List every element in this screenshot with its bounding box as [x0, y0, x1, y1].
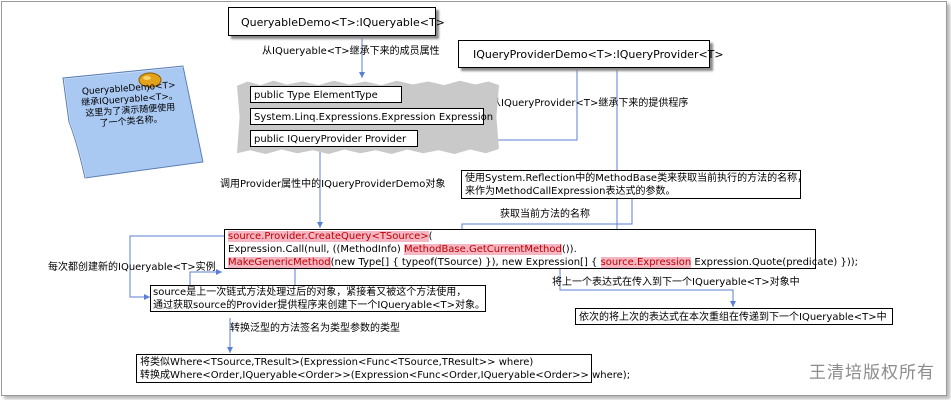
code-source-expression: source.Expression [600, 257, 692, 268]
provider-demo-box: IQueryProviderDemo<T>:IQueryProvider<T> [458, 40, 724, 68]
code-quote-predicate: Expression.Quote(predicate) })); [691, 257, 859, 268]
where-box: 将类似Where<TSource,TResult>(Expression<Fun… [136, 354, 631, 383]
source-box: source是上一次链式方法处理过后的对象，紧接着又被这个方法使用， 通过获取s… [150, 285, 486, 312]
provider-demo-label: IQueryProviderDemo<T>:IQueryProvider<T> [473, 48, 724, 61]
connector-expression-to-reassemble [559, 269, 736, 307]
prop-expression: System.Linq.Expressions.Expression Expre… [250, 108, 493, 125]
label-inherit-provider: 从IQueryProvider<T>继承下来的提供程序 [491, 98, 689, 109]
code-box: source.Provider.CreateQuery<TSource>( Ex… [224, 229, 858, 269]
code-type-array: (new Type[] { typeof(TSource) }), new Ex… [330, 257, 601, 268]
source-line-2: 通过获取source的Provider提供程序来创建下一个IQueryable<… [153, 300, 485, 311]
queryable-demo-box: QueryableDemo<T>:IQueryable<T> [228, 7, 445, 36]
code-get-current-method: MethodBase.GetCurrentMethod [403, 244, 562, 255]
label-call-provider: 调用Provider属性中的IQueryProviderDemo对象 [220, 179, 446, 190]
prop-element-type-text: public Type ElementType [254, 90, 378, 101]
label-get-method: 获取当前方法的名称 [500, 209, 590, 220]
code-line-3: MakeGenericMethod(new Type[] { typeof(TS… [228, 256, 858, 269]
prop-provider: public IQueryProvider Provider [250, 130, 418, 147]
reflection-box: 使用System.Reflection中的MethodBase类来获取当前执行的… [461, 170, 808, 199]
label-convert-generic: 转换泛型的方法签名为类型参数的类型 [230, 323, 400, 334]
label-pass-expression: 将上一个表达式在传入到下一个IQueryable<T>对象中 [552, 277, 800, 288]
where-line-2: 转换成Where<Order,IQueryable<Order>>(Expres… [140, 370, 631, 381]
watermark: 王清培版权所有 [809, 363, 935, 383]
reflection-line-1: 使用System.Reflection中的MethodBase类来获取当前执行的… [465, 173, 808, 184]
queryable-demo-label: QueryableDemo<T>:IQueryable<T> [241, 16, 445, 29]
reassemble-box: 依次的将上次的表达式在本次重组在传递到下一个IQueryable<T>中 [575, 308, 893, 325]
pushpin-icon [138, 72, 162, 92]
where-line-1: 将类似Where<TSource,TResult>(Expression<Fun… [140, 357, 534, 368]
sticky-note-text: QueryableDemo<T> 继承IQueryable<T>。 这里为了演示… [69, 80, 192, 132]
code-line-2: Expression.Call(null, ((MethodInfo) Meth… [228, 243, 815, 256]
prop-expression-text: System.Linq.Expressions.Expression Expre… [254, 112, 494, 123]
code-expression-call: Expression.Call(null, ((MethodInfo) [228, 244, 404, 255]
code-make-generic-method: MakeGenericMethod [228, 257, 331, 268]
sticky-note-shape [62, 65, 205, 180]
prop-provider-text: public IQueryProvider Provider [254, 134, 407, 145]
code-create-query: source.Provider.CreateQuery<TSource> [228, 231, 429, 242]
label-new-instance: 每次都创建新的IQueryable<T>实例 [48, 262, 216, 273]
reflection-line-2: 来作为MethodCallExpression表达式的参数。 [465, 186, 676, 197]
reassemble-text: 依次的将上次的表达式在本次重组在传递到下一个IQueryable<T>中 [579, 312, 887, 323]
code-line-1: source.Provider.CreateQuery<TSource>( [228, 230, 815, 243]
label-inherit-members: 从IQueryable<T>继承下来的成员属性 [262, 46, 440, 57]
connector-source-to-code [189, 269, 222, 286]
code-paren: ( [428, 231, 433, 242]
code-call-tail: ()). [561, 244, 577, 255]
prop-element-type: public Type ElementType [250, 86, 402, 103]
connector-code-to-source [129, 235, 238, 300]
source-line-1: source是上一次链式方法处理过后的对象，紧接着又被这个方法使用， [153, 287, 467, 298]
sticky-note [55, 62, 215, 180]
